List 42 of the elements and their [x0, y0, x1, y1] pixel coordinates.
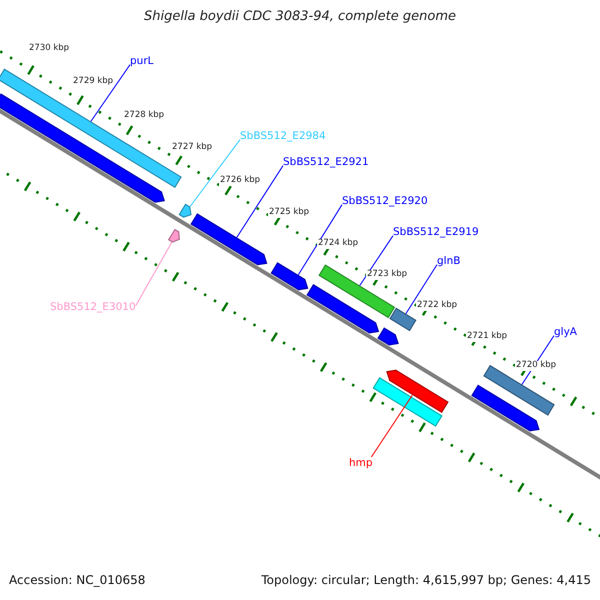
gene-label: purL	[130, 55, 154, 68]
leader-line	[135, 242, 172, 306]
scale-label: 2728 kbp	[123, 111, 166, 121]
gene-label: SbBS512_E3010	[50, 301, 136, 314]
scale-label: 2722 kbp	[416, 301, 458, 311]
scale-label: 2721 kbp	[466, 332, 508, 342]
accession-text: Accession: NC_010658	[9, 574, 146, 588]
gene-label: SbBS512_E2921	[283, 156, 369, 168]
scale-label: 2726 kbp	[219, 176, 262, 186]
genome-info-text: Topology: circular; Length: 4,615,997 bp; Genes: 4,415	[261, 574, 591, 588]
gene-feature	[389, 308, 416, 332]
gene-feature	[372, 377, 443, 427]
scale-label: 2730 kbp	[28, 44, 70, 54]
leader-line	[90, 64, 130, 122]
gene-label: SbBS512_E2984	[240, 130, 326, 142]
gene-label: SbBS512_E2919	[393, 226, 479, 238]
scale-label: 2724 kbp	[317, 239, 360, 249]
scale-label: 2727 kbp	[171, 143, 214, 153]
gene-label: glnB	[437, 255, 460, 268]
leader-line	[190, 139, 240, 207]
gene-feature	[306, 284, 380, 334]
leader-line	[359, 235, 394, 286]
scale-label: 2723 kbp	[366, 270, 408, 280]
gene-feature	[377, 327, 399, 346]
gene-feature	[386, 370, 449, 413]
gene-label: SbBS512_E2920	[342, 195, 428, 208]
leader-line	[370, 394, 413, 458]
gene-label: hmp	[349, 457, 373, 470]
leader-line	[298, 204, 342, 276]
leader-line	[236, 165, 284, 238]
scale-label: 2729 kbp	[72, 77, 114, 87]
gene-feature	[178, 204, 192, 218]
gene-feature	[0, 93, 165, 203]
gene-feature	[471, 384, 540, 432]
scale-label: 2720 kbp	[515, 361, 558, 371]
title: Shigella boydii CDC 3083-94, complete genome	[142, 10, 458, 25]
leader-line	[405, 264, 438, 314]
gene-label: glyA	[554, 326, 577, 338]
gene-feature	[190, 213, 268, 266]
gene-feature	[270, 262, 308, 290]
scale-label: 2725 kbp	[268, 208, 310, 218]
gene-feature	[168, 228, 180, 243]
